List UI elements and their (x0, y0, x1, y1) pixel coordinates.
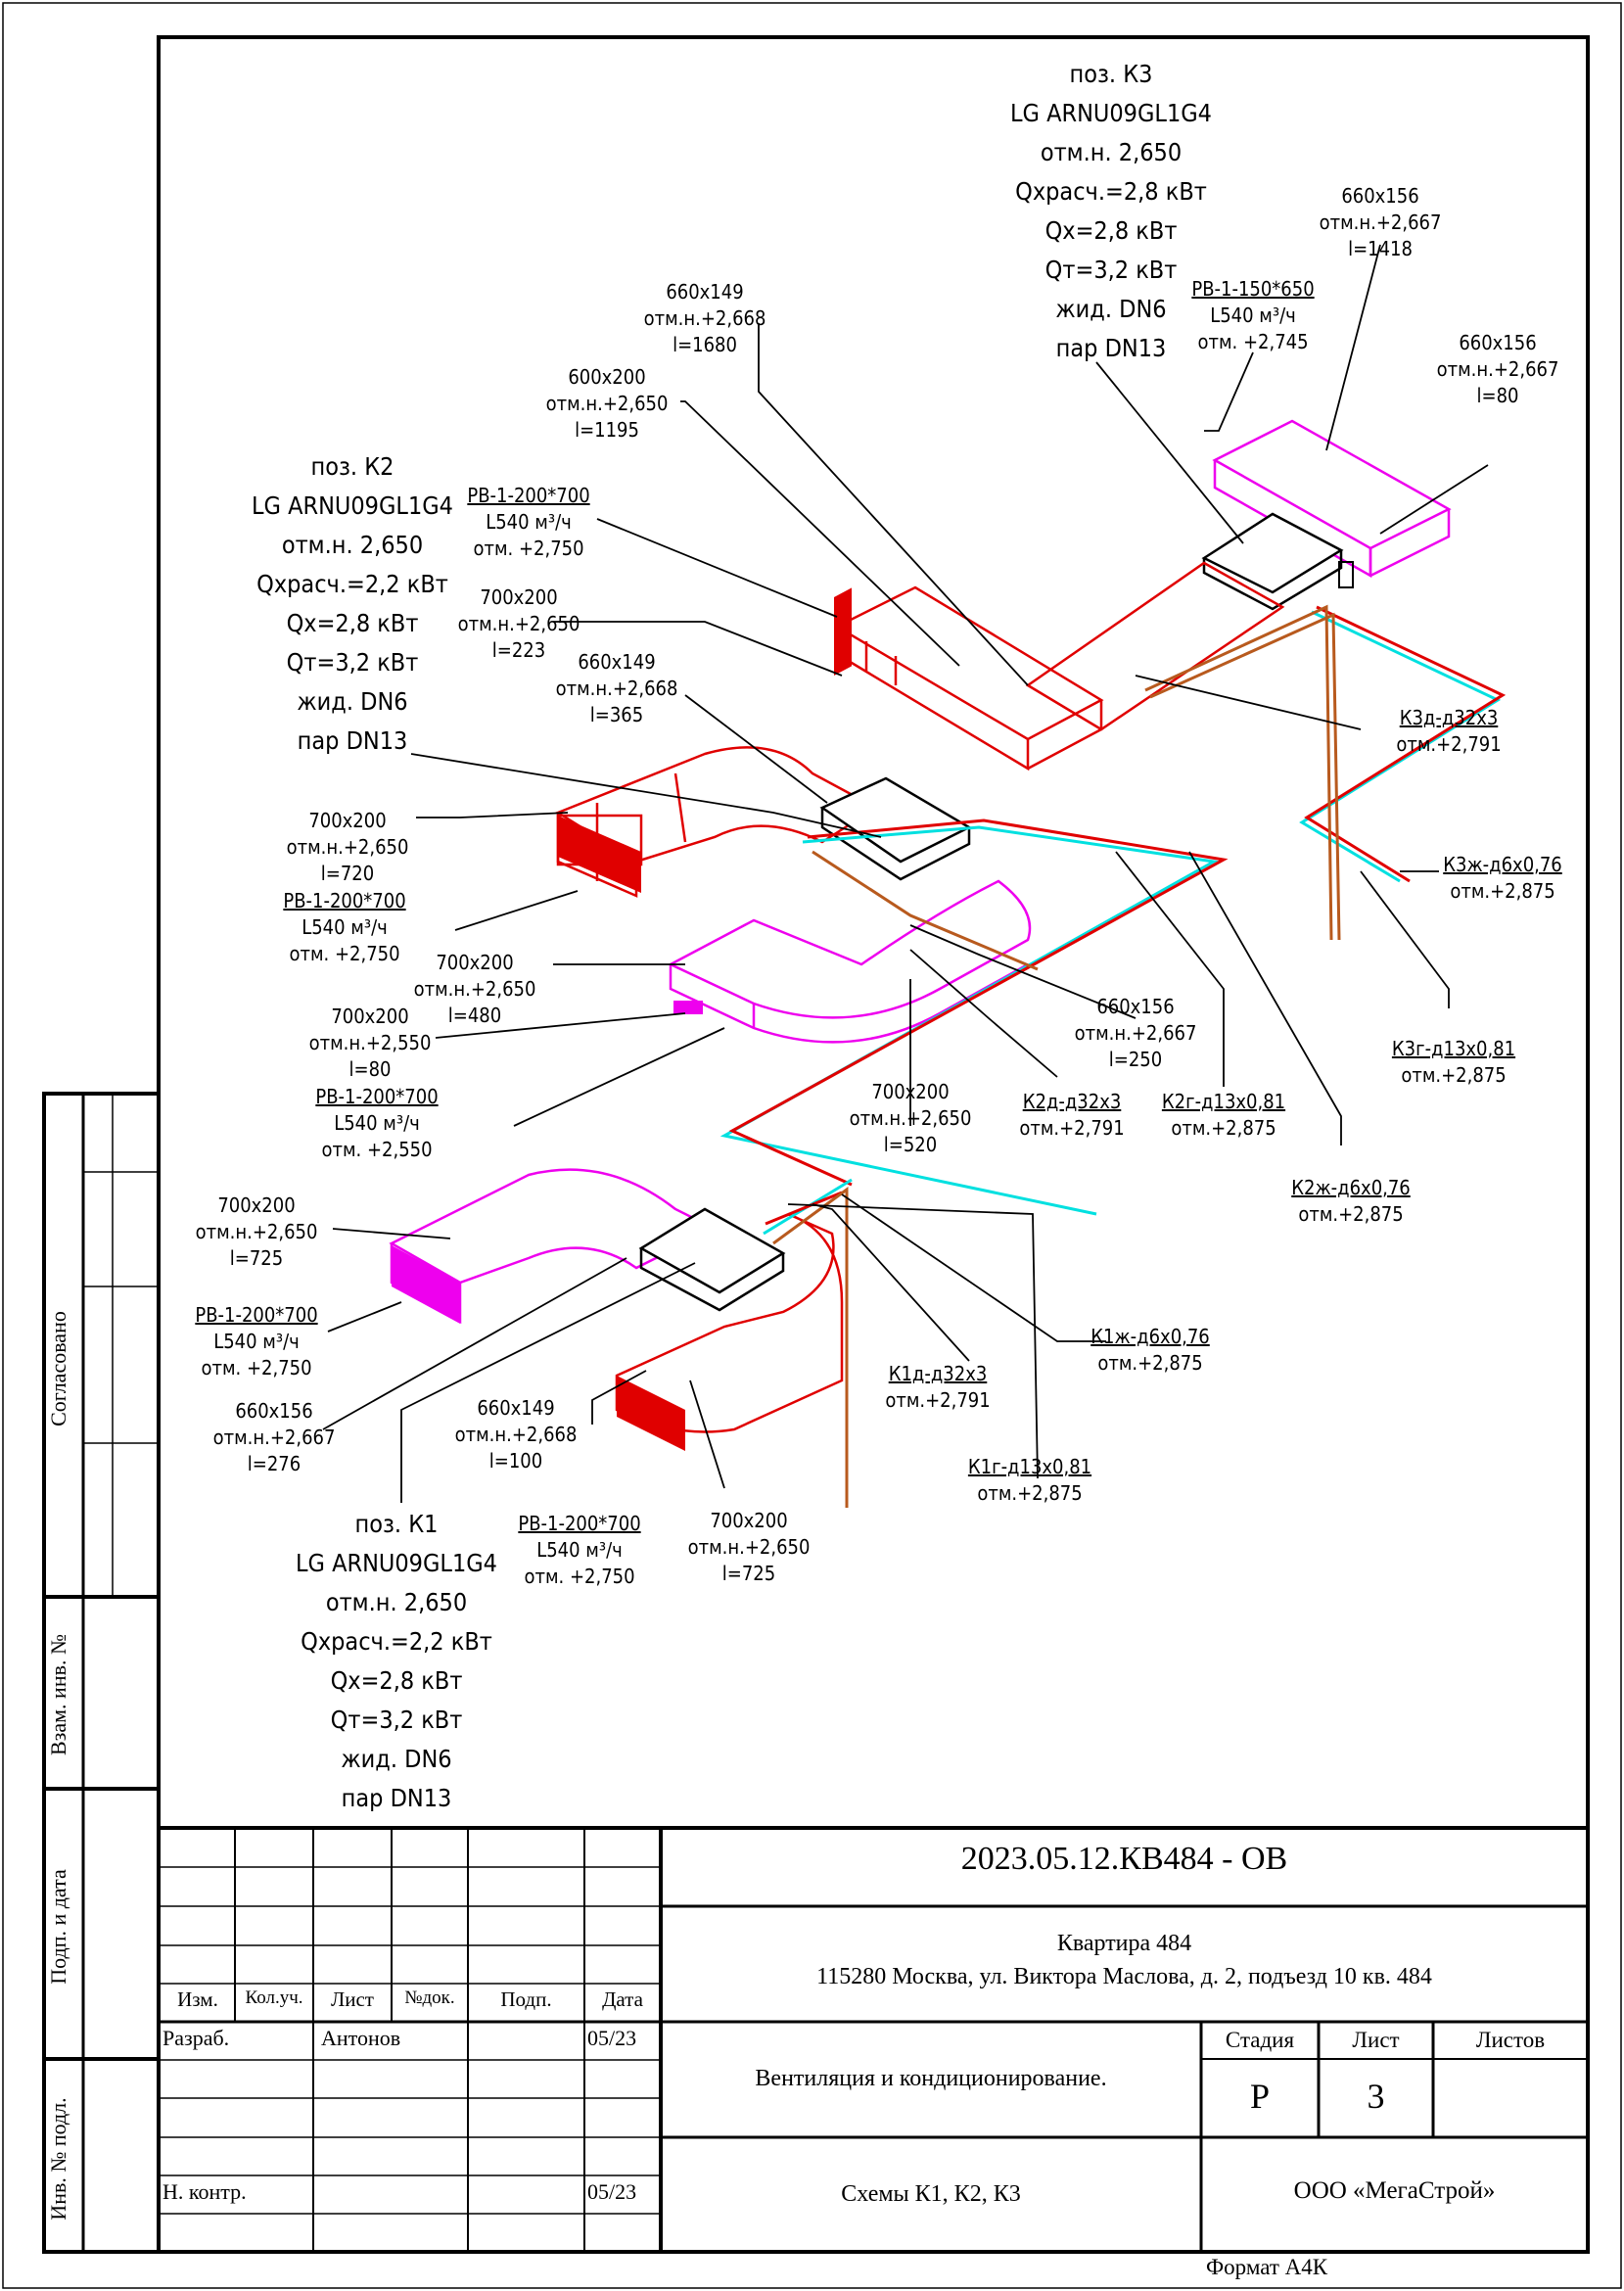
razrab-date: 05/23 (587, 2026, 637, 2050)
sheet-header: Лист (1352, 2028, 1400, 2052)
hdr-podp: Подп. (500, 1987, 552, 2011)
object-line2: 115280 Москва, ул. Виктора Маслова, д. 2… (816, 1964, 1432, 1989)
object-line1: Квартира 484 (1056, 1931, 1192, 1956)
leader-lines (322, 244, 1489, 1503)
k1-return-grille (392, 1245, 460, 1324)
k1-unit (638, 1207, 786, 1312)
stage-value: Р (1249, 2077, 1271, 2116)
hdr-ndok: №док. (404, 1987, 455, 2008)
sheet-title: Схемы К1, К2, К3 (841, 2181, 1021, 2207)
k3-pipes (1144, 604, 1507, 941)
sheets-header: Листов (1475, 2028, 1546, 2052)
hdr-izm: Изм. (177, 1987, 218, 2011)
sheet-value: 3 (1367, 2077, 1385, 2116)
format-label: Формат А4К (1206, 2255, 1328, 2279)
k3-unit (1201, 512, 1354, 611)
stage-header: Стадия (1225, 2028, 1295, 2052)
razrab-label: Разраб. (162, 2026, 230, 2050)
k1-supply-grille (617, 1376, 685, 1451)
k3-supply-duct (834, 561, 1285, 771)
k2-supply-grille (558, 816, 641, 893)
company-name: ООО «МегаСтрой» (1293, 2177, 1496, 2204)
k2-pipes (719, 818, 1229, 1216)
nkontr-date: 05/23 (587, 2179, 637, 2204)
razrab-name: Антонов (321, 2026, 401, 2050)
section-title: Вентиляция и кондиционирование. (755, 2066, 1107, 2091)
hdr-list: Лист (331, 1987, 374, 2011)
nkontr-label: Н. контр. (162, 2179, 247, 2204)
hdr-kol: Кол.уч. (245, 1987, 303, 2008)
k1-pipes (763, 1178, 853, 1508)
doc-code: 2023.05.12.КВ484 - ОВ (960, 1841, 1288, 1877)
hdr-data: Дата (602, 1987, 643, 2011)
side-stamp-frame (42, 1092, 161, 2254)
k2-return-grille (673, 1001, 703, 1014)
